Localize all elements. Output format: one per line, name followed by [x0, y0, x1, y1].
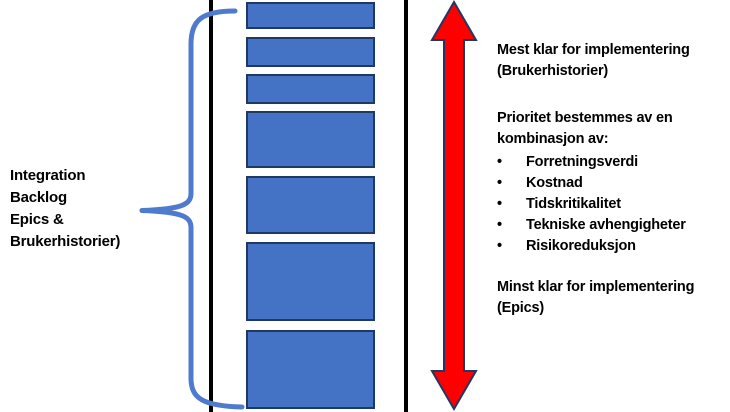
priority-list-item-label: Forretningsverdi	[526, 154, 639, 170]
curly-brace-icon	[139, 8, 245, 410]
least-ready-heading: Minst klar for implementering (Epics)	[497, 277, 730, 319]
bullet-icon: •	[497, 217, 502, 233]
bullet-icon: •	[497, 154, 502, 170]
priority-list-item-5: • Risikoreduksjon	[497, 236, 730, 257]
backlog-item-1	[246, 2, 375, 29]
most-ready-line1: Mest klar for implementering	[497, 42, 690, 58]
bullet-icon: •	[497, 238, 502, 254]
bullet-icon: •	[497, 175, 502, 191]
least-ready-line2: (Epics)	[497, 300, 544, 316]
least-ready-line1: Minst klar for implementering	[497, 279, 695, 295]
right-text-panel: Mest klar for implementering (Brukerhist…	[497, 40, 730, 319]
priority-list-item-3: • Tidskritikalitet	[497, 194, 730, 215]
integration-backlog-label-line2: Backlog	[10, 189, 67, 206]
curly-brace	[139, 8, 245, 410]
priority-list-item-label: Tekniske avhengigheter	[526, 217, 686, 233]
backlog-item-6	[246, 242, 375, 321]
right-rail-line	[404, 0, 408, 412]
integration-backlog-label-line1: Integration	[10, 167, 86, 184]
left-rail-line	[209, 0, 213, 412]
backlog-item-7	[246, 330, 375, 409]
integration-backlog-label-line3: Epics &	[10, 211, 64, 228]
priority-list-item-1: • Forretningsverdi	[497, 152, 730, 173]
priority-list-item-4: • Tekniske avhengigheter	[497, 215, 730, 236]
backlog-item-3	[246, 74, 375, 104]
priority-list-item-2: • Kostnad	[497, 173, 730, 194]
backlog-item-5	[246, 176, 375, 234]
bullet-icon: •	[497, 196, 502, 212]
priority-list-item-label: Kostnad	[526, 175, 583, 191]
priority-arrow	[430, 0, 478, 411]
integration-backlog-label-line4: Brukerhistorier)	[10, 233, 121, 250]
priority-list: • Forretningsverdi • Kostnad • Tidskritikalit…	[497, 152, 730, 257]
most-ready-line2: (Brukerhistorier)	[497, 63, 609, 79]
priority-heading-line1: Prioritet bestemmes av en	[497, 110, 673, 126]
priority-list-item-label: Tidskritikalitet	[526, 196, 621, 212]
most-ready-heading: Mest klar for implementering (Brukerhist…	[497, 40, 730, 82]
double-arrow-icon	[430, 0, 478, 411]
backlog-item-2	[246, 37, 375, 67]
priority-list-item-label: Risikoreduksjon	[526, 238, 636, 254]
priority-heading-line2: kombinasjon av:	[497, 131, 609, 147]
priority-heading: Prioritet bestemmes av en kombinasjon av…	[497, 108, 730, 150]
backlog-item-4	[246, 111, 375, 168]
